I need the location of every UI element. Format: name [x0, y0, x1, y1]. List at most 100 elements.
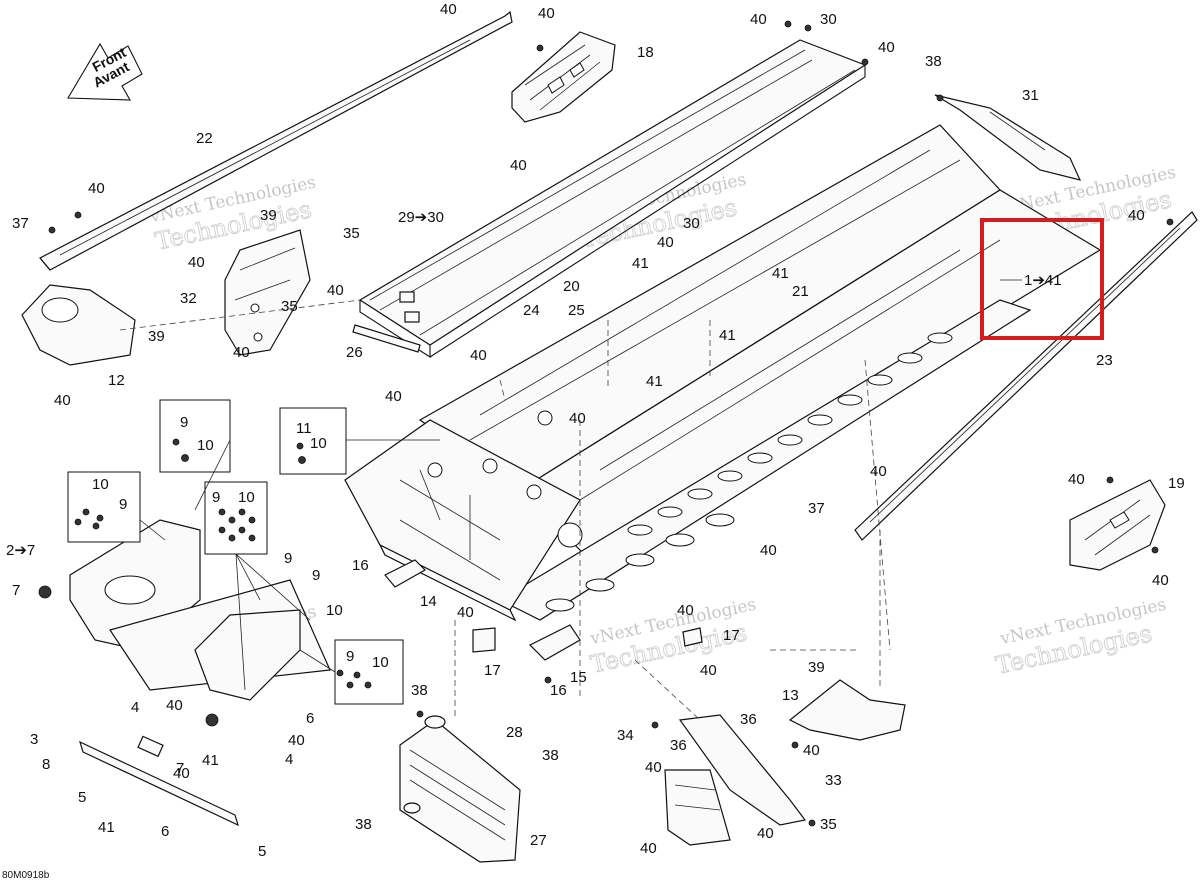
part-number-label: 40	[54, 392, 71, 409]
part-number-label: 41	[202, 752, 219, 769]
skid-plate-part	[109, 579, 331, 727]
part-number-label: 40	[645, 759, 662, 776]
part-number-label: 2➔7	[6, 542, 35, 559]
part-number-label: 40	[457, 604, 474, 621]
part-number-label: 41	[719, 327, 736, 344]
part-number-label: 40	[700, 662, 717, 679]
part-number-label: 40	[878, 39, 895, 56]
part-number-label: 33	[825, 772, 842, 789]
part-number-label: 10	[310, 435, 327, 452]
part-number-label: 10	[372, 654, 389, 671]
part-number-label: 40	[327, 282, 344, 299]
part-number-label: 31	[1022, 87, 1039, 104]
part-number-label: 38	[925, 53, 942, 70]
part-number-label: 8	[42, 756, 50, 773]
part-number-label: 35	[820, 816, 837, 833]
part-number-label: 23	[1096, 352, 1113, 369]
part-number-label: 40	[510, 157, 527, 174]
part-number-label: 3	[30, 731, 38, 748]
part-number-label: 40	[188, 254, 205, 271]
part-number-label: 19	[1168, 475, 1185, 492]
part-number-label: 9	[284, 550, 292, 567]
side-bracket-part	[1069, 479, 1166, 571]
part-number-label: 14	[420, 593, 437, 610]
part-number-label: 40	[233, 344, 250, 361]
chassis-main	[344, 124, 1102, 622]
part-number-label: 17	[484, 662, 501, 679]
part-number-label: 39	[148, 328, 165, 345]
part-number-label: 38	[355, 816, 372, 833]
part-number-label: 40	[569, 410, 586, 427]
part-number-label: 6	[306, 710, 314, 727]
guide-lines	[119, 299, 891, 721]
part-number-label: 40	[166, 697, 183, 714]
part-number-label: 16	[352, 557, 369, 574]
part-number-label: 40	[88, 180, 105, 197]
part-number-label: 32	[180, 290, 197, 307]
part-number-label: 27	[530, 832, 547, 849]
part-number-label: 10	[326, 602, 343, 619]
part-number-label: 4	[131, 699, 139, 716]
part-number-label: 40	[440, 1, 457, 18]
part-number-label: 40	[870, 463, 887, 480]
part-number-label: 35	[343, 225, 360, 242]
radiator-part	[399, 715, 521, 863]
part-number-label: 30	[683, 215, 700, 232]
part-number-label: 38	[542, 747, 559, 764]
part-number-label: 40	[657, 234, 674, 251]
part-number-label: 11	[296, 420, 312, 437]
part-number-label: 13	[782, 687, 799, 704]
part-number-label: 10	[92, 476, 109, 493]
part-number-label: 36	[670, 737, 687, 754]
part-number-label: 5	[258, 843, 266, 860]
part-number-label: 40	[288, 732, 305, 749]
highlight-callout	[980, 218, 1104, 340]
part-number-label: 40	[385, 388, 402, 405]
part-number-label: 21	[792, 283, 809, 300]
steering-support-part	[224, 229, 311, 356]
part-number-label: 34	[617, 727, 634, 744]
part-number-label: 40	[538, 5, 555, 22]
part-number-label: 24	[523, 302, 540, 319]
part-number-label: 41	[646, 373, 663, 390]
part-number-label: 40	[760, 542, 777, 559]
part-number-label: 4	[285, 751, 293, 768]
part-number-label: 40	[757, 825, 774, 842]
part-number-label: 40	[677, 602, 694, 619]
part-number-label: 9	[212, 489, 220, 506]
part-number-label: 40	[750, 11, 767, 28]
bracket-part	[511, 31, 616, 123]
rail-cutouts	[545, 332, 953, 612]
rear-bracket-part	[934, 94, 1082, 181]
rear-support-part	[664, 714, 807, 846]
part-number-label: 41	[772, 265, 789, 282]
part-number-label: 10	[238, 489, 255, 506]
strip-part	[352, 324, 421, 353]
part-number-label: 41	[98, 819, 115, 836]
part-number-label: 40	[173, 765, 190, 782]
part-number-label: 26	[346, 344, 363, 361]
part-number-label: 37	[12, 215, 29, 232]
part-number-label: 9	[119, 496, 127, 513]
part-number-label: 40	[1152, 572, 1169, 589]
part-number-label: 37	[808, 500, 825, 517]
diagram-reference: 80M0918b	[2, 870, 50, 880]
part-number-label: 40	[640, 840, 657, 857]
part-number-label: 15	[570, 669, 587, 686]
part-number-label: 20	[563, 278, 580, 295]
front-arrow-icon: Front Avant	[67, 42, 143, 101]
part-number-label: 12	[108, 372, 125, 389]
highlight-label: 1➔41	[1024, 272, 1062, 289]
hardware-icons	[48, 20, 1174, 827]
callout-boxes	[67, 399, 440, 705]
part-number-label: 30	[820, 11, 837, 28]
part-number-label: 17	[723, 627, 740, 644]
part-number-label: 25	[568, 302, 585, 319]
part-number-label: 40	[1128, 207, 1145, 224]
part-number-label: 9	[346, 648, 354, 665]
part-number-label: 7	[176, 760, 184, 777]
part-number-label: 10	[197, 437, 214, 454]
